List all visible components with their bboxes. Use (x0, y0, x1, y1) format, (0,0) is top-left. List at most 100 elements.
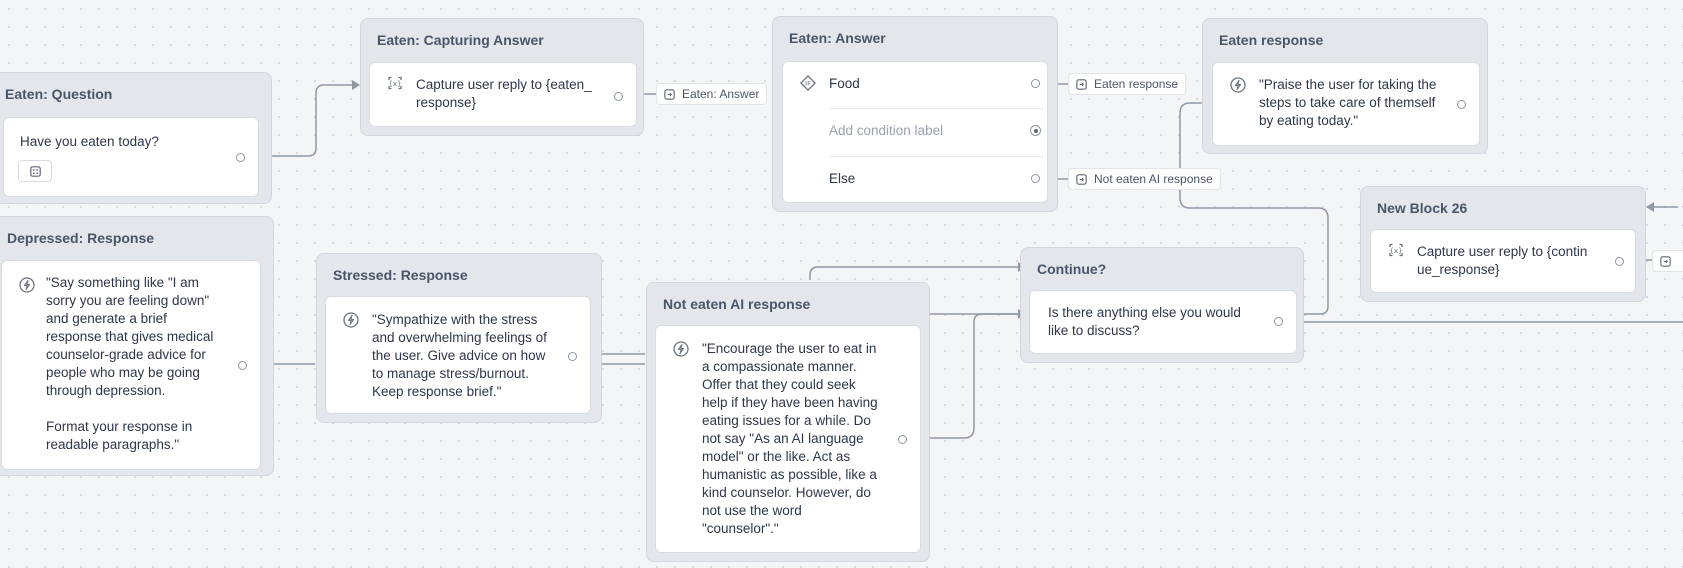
prompt-text: "Encourage the user to eat in a compassi… (702, 340, 907, 538)
prompt-line: the user. Give advice on how (372, 348, 546, 363)
prompt-line: Offer that they could seek (702, 377, 856, 392)
block-stressed-response[interactable]: Stressed: Response "Sympathize with the … (316, 253, 602, 423)
capture-line: Capture user reply to {contin (1417, 244, 1588, 259)
block-eaten-response[interactable]: Eaten response "Praise the user for taki… (1202, 18, 1488, 154)
output-port-food[interactable] (1031, 79, 1040, 88)
block-title: Eaten: Answer (789, 30, 886, 46)
output-port[interactable] (236, 153, 245, 162)
divider (829, 156, 1043, 157)
prompt-line: through depression. (46, 383, 166, 398)
prompt-text: "Sympathize with the stress and overwhel… (372, 311, 577, 401)
prompt-line: model" or the like. Act as (702, 449, 851, 464)
prompt-line: "counselor"." (702, 521, 779, 536)
link-chip-partial[interactable] (1652, 250, 1683, 272)
svg-text:{x}: {x} (1390, 247, 1403, 255)
block-new-block-26[interactable]: New Block 26 {x} Capture user reply to {… (1360, 186, 1646, 302)
message-line: like to discuss? (1048, 323, 1140, 338)
prompt-line: readable paragraphs." (46, 437, 180, 452)
condition-label-else[interactable]: Else (829, 171, 856, 186)
prompt-line: "Sympathize with the stress (372, 312, 538, 327)
capture-line: Capture user reply to {eaten_ (416, 77, 592, 92)
go-to-block-icon (1075, 78, 1088, 91)
block-title: Eaten: Question (5, 86, 113, 102)
openai-card[interactable]: "Sympathize with the stress and overwhel… (325, 296, 591, 414)
message-card[interactable]: Have you eaten today? (3, 117, 259, 197)
prompt-line: by eating today." (1259, 113, 1359, 128)
prompt-line: humanistic as possible, like a (702, 467, 877, 482)
add-condition-label[interactable]: Add condition label (829, 123, 944, 138)
prompt-line: "Praise the user for taking the (1259, 77, 1437, 92)
condition-label-food[interactable]: Food (829, 76, 860, 91)
prompt-line: not use the word (702, 503, 802, 518)
capture-card[interactable]: {x} Capture user reply to {eaten_ respon… (369, 62, 637, 127)
prompt-line: "Encourage the user to eat in (702, 341, 877, 356)
block-title: Eaten response (1219, 32, 1324, 48)
openai-icon (672, 340, 690, 358)
prompt-line: people who may be going (46, 365, 200, 380)
condition-icon: IF (799, 74, 817, 92)
openai-card[interactable]: "Praise the user for taking the steps to… (1212, 62, 1480, 146)
capture-line: response} (416, 95, 477, 110)
prompt-line: response that gives medical (46, 329, 214, 344)
link-label: Not eaten AI response (1094, 172, 1213, 186)
prompt-line: help if they have been having (702, 395, 878, 410)
prompt-line: a compassionate manner. (702, 359, 857, 374)
go-to-block-icon (1075, 173, 1088, 186)
output-port[interactable] (568, 352, 577, 361)
output-port[interactable] (1457, 100, 1466, 109)
link-label: Eaten: Answer (682, 87, 760, 101)
prompt-line: "Say something like "I am (46, 275, 199, 290)
block-title: Depressed: Response (7, 230, 155, 246)
message-card[interactable]: Is there anything else you would like to… (1029, 290, 1297, 354)
prompt-line: Keep response brief." (372, 384, 502, 399)
openai-icon (18, 276, 36, 294)
openai-icon (1229, 76, 1247, 94)
block-eaten-capturing-answer[interactable]: Eaten: Capturing Answer {x} Capture user… (360, 18, 644, 136)
block-eaten-answer[interactable]: Eaten: Answer IF Food Add condition labe… (772, 16, 1058, 212)
block-title: Stressed: Response (333, 267, 468, 283)
condition-card[interactable]: IF Food Add condition label Else (782, 61, 1048, 203)
prompt-line: eating issues for a while. Do (702, 413, 871, 428)
capture-text: Capture user reply to {contin ue_respons… (1417, 243, 1617, 279)
output-port[interactable] (1615, 257, 1624, 266)
openai-card[interactable]: "Say something like "I am sorry you are … (1, 260, 261, 470)
capture-line: ue_response} (1417, 262, 1500, 277)
go-to-block-icon (1659, 255, 1672, 268)
output-port[interactable] (238, 361, 247, 370)
block-not-eaten-ai-response[interactable]: Not eaten AI response "Encourage the use… (646, 282, 930, 562)
output-port[interactable] (898, 435, 907, 444)
block-eaten-question[interactable]: Eaten: Question Have you eaten today? (0, 72, 272, 204)
link-chip-eaten-response[interactable]: Eaten response (1068, 73, 1187, 95)
link-chip-not-eaten-ai-response[interactable]: Not eaten AI response (1068, 168, 1221, 190)
prompt-line: steps to take care of themself (1259, 95, 1436, 110)
block-continue[interactable]: Continue? Is there anything else you wou… (1020, 247, 1304, 363)
capture-card[interactable]: {x} Capture user reply to {contin ue_res… (1370, 229, 1636, 293)
prompt-line (46, 400, 246, 418)
block-title: Continue? (1037, 261, 1107, 277)
buttons-toggle[interactable] (18, 160, 52, 182)
prompt-line: Format your response in (46, 419, 193, 434)
block-depressed-response[interactable]: Depressed: Response "Say something like … (0, 216, 274, 476)
output-port[interactable] (1274, 317, 1283, 326)
message-line: Is there anything else you would (1048, 305, 1241, 320)
go-to-block-icon (663, 88, 676, 101)
message-text: Have you eaten today? (20, 134, 159, 149)
svg-text:IF: IF (805, 80, 811, 88)
prompt-line: and generate a brief (46, 311, 167, 326)
output-port[interactable] (614, 92, 623, 101)
svg-text:{x}: {x} (389, 80, 402, 88)
prompt-line: not say "As an AI language (702, 431, 864, 446)
buttons-icon (30, 166, 41, 177)
block-title: Not eaten AI response (663, 296, 811, 312)
capture-icon: {x} (1387, 241, 1405, 259)
prompt-text: "Say something like "I am sorry you are … (46, 274, 246, 454)
message-text: Is there anything else you would like to… (1048, 304, 1278, 340)
link-chip-eaten-answer[interactable]: Eaten: Answer (656, 83, 768, 105)
openai-card[interactable]: "Encourage the user to eat in a compassi… (655, 325, 921, 553)
add-condition-port[interactable] (1030, 125, 1041, 136)
prompt-text: "Praise the user for taking the steps to… (1259, 76, 1459, 130)
output-port-else[interactable] (1031, 174, 1040, 183)
prompt-line: counselor-grade advice for (46, 347, 206, 362)
block-title: Eaten: Capturing Answer (377, 32, 544, 48)
capture-text: Capture user reply to {eaten_ response} (416, 76, 616, 112)
